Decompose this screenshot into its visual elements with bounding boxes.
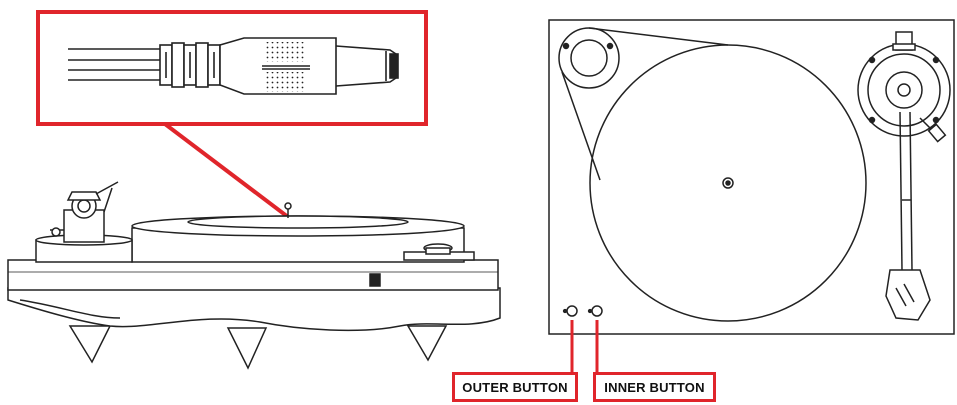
cable-zoom-inset: [36, 10, 428, 126]
dc-power-plug-icon: [68, 37, 399, 95]
turntable-top-view: [548, 19, 955, 335]
inner-button-label: INNER BUTTON: [593, 372, 716, 402]
button-callout-leaders: [570, 320, 599, 374]
turntable-side-view: [7, 181, 501, 370]
outer-button-label: OUTER BUTTON: [452, 372, 578, 402]
